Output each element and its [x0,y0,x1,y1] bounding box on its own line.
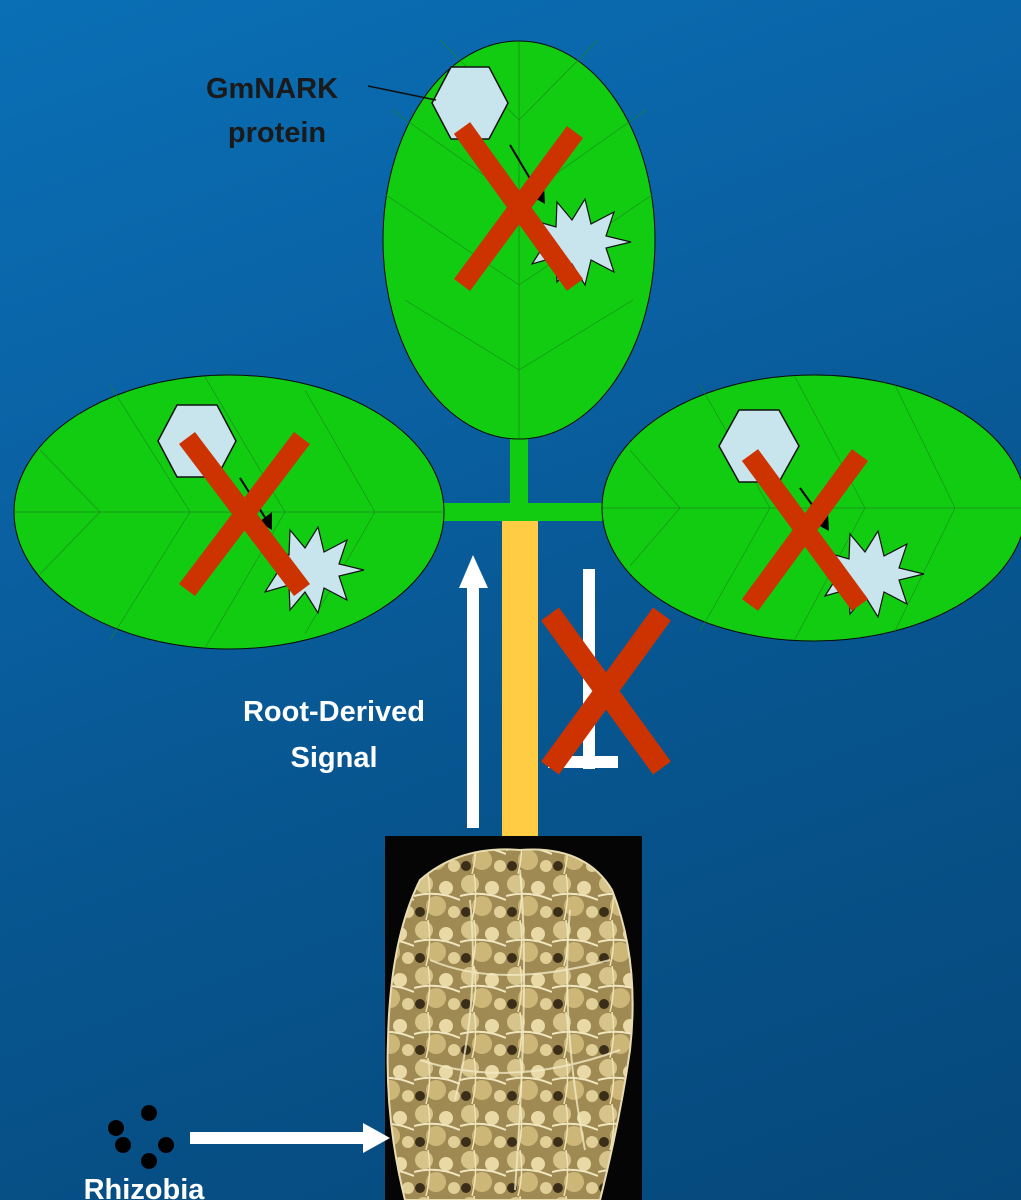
stem [502,521,538,839]
signal-arrowhead-icon [459,555,488,588]
top-petiole [510,436,528,504]
signal-label-line1: Root-Derived [243,696,425,728]
signal-label-line2: Signal [290,742,377,774]
protein-label-line1: GmNARK [206,73,338,105]
protein-leader-line [368,86,436,100]
cross-petiole [440,503,606,521]
nodulated-roots-image [385,836,642,1200]
left-leaflet [14,375,444,649]
rhizobia-dots-icon [108,1105,174,1169]
rhizobia-arrow-shaft [190,1132,370,1144]
rhizobia-label: Rhizobia [84,1174,206,1200]
protein-label-line2: protein [228,117,326,149]
blocked-inhibition-x-icon [550,614,662,768]
signal-arrow-shaft [467,582,479,828]
